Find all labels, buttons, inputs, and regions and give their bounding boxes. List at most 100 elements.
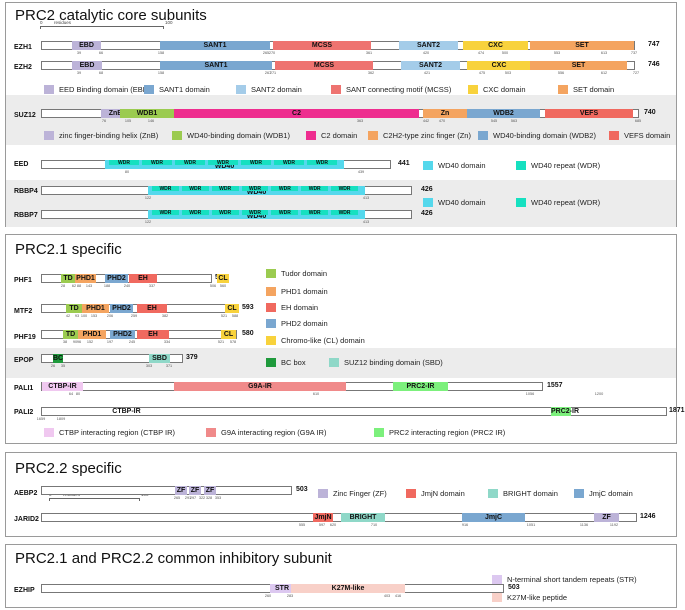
domain-eh: EH — [137, 330, 169, 339]
position-label: 545 — [490, 119, 498, 123]
domain-wdr: WDR — [241, 160, 271, 166]
legend-swatch — [374, 428, 384, 437]
legend-swatch — [172, 131, 182, 140]
legend-swatch — [492, 575, 502, 584]
position-label: 105 — [124, 119, 132, 123]
scale-line — [49, 498, 139, 499]
protein-name: PALI1 — [14, 385, 34, 392]
legend-label: SANT1 domain — [159, 85, 210, 94]
position-label: 197 — [106, 340, 114, 344]
legend-swatch — [266, 319, 276, 328]
protein-length: 441 — [398, 160, 410, 167]
legend-label: zinc finger-binding helix (ZnB) — [59, 131, 159, 140]
protein-bar — [41, 486, 292, 495]
protein-length: 426 — [421, 210, 433, 217]
position-label: 685 — [634, 119, 642, 123]
domain-ctbp-ir: CTBP-IR — [112, 408, 141, 415]
domain-phd2: PHD2 — [105, 274, 128, 283]
scale-tick — [40, 26, 41, 29]
position-label: 416 — [394, 594, 402, 598]
position-label: 361 — [365, 51, 373, 55]
position-label: 474 — [477, 51, 485, 55]
position-label: 93 — [74, 314, 80, 318]
scale-label: residues — [54, 20, 72, 25]
legend-label: PHD1 domain — [281, 287, 328, 296]
legend-swatch — [516, 198, 526, 207]
position-label: 66 — [98, 51, 104, 55]
domain-wdr: WDR — [307, 160, 337, 166]
domain-cl: CL — [225, 304, 239, 313]
position-label: 727 — [632, 71, 640, 75]
legend-swatch — [423, 161, 433, 170]
legend-item: BC box — [266, 358, 306, 367]
position-label: 371 — [165, 364, 173, 368]
position-label: 96 — [76, 340, 82, 344]
position-label: 916 — [461, 523, 469, 527]
domain-cl: CL — [221, 330, 236, 339]
legend-swatch — [331, 85, 341, 94]
position-label: 503 — [504, 71, 512, 75]
domain-phd1: PHD1 — [78, 330, 106, 339]
domain-phd2: PHD2 — [110, 330, 135, 339]
legend-label: G9A interacting region (G9A IR) — [221, 428, 327, 437]
scale-line — [40, 26, 163, 27]
legend-label: WD40 domain — [438, 161, 486, 170]
legend-item: G9A interacting region (G9A IR) — [206, 428, 326, 437]
protein-name: EZH2 — [14, 64, 32, 71]
legend-item: N-terminal short tandem repeats (STR) — [492, 575, 637, 584]
protein-name: EZHIP — [14, 587, 35, 594]
domain-wdr: WDR — [181, 186, 209, 192]
protein-length: 1557 — [547, 382, 563, 389]
position-label: 613 — [600, 51, 608, 55]
legend-item: SANT connecting motif (MCSS) — [331, 85, 451, 94]
domain-td: TD — [66, 304, 82, 313]
position-label: 413 — [362, 196, 370, 200]
position-label: 420 — [422, 51, 430, 55]
legend-label: Tudor domain — [281, 269, 327, 278]
legend-label: C2H2-type zinc finger (Zn) — [383, 131, 471, 140]
scale-tick — [49, 498, 50, 501]
domain-wdr: WDR — [152, 210, 179, 216]
legend-swatch — [488, 489, 498, 498]
legend-item: SET domain — [558, 85, 614, 94]
legend-label: C2 domain — [321, 131, 358, 140]
legend-label: SANT2 domain — [251, 85, 302, 94]
position-label: 521 — [220, 314, 228, 318]
domain-c2: C2 — [174, 109, 419, 118]
position-label: 68 — [98, 71, 104, 75]
panel-inhib: PRC2.1 and PRC2.2 common inhibitory subu… — [5, 544, 677, 608]
legend-label: WD40 domain — [438, 198, 486, 207]
protein-name: SUZ12 — [14, 112, 36, 119]
position-label: 612 — [600, 71, 608, 75]
legend-label: SANT connecting motif (MCSS) — [346, 85, 452, 94]
domain-sant1: SANT1 — [160, 61, 272, 70]
domain-sbd: SBD — [149, 354, 170, 363]
position-label: 421 — [423, 71, 431, 75]
legend-label: JmjC domain — [589, 489, 633, 498]
position-label: 143 — [85, 284, 93, 288]
position-label: 90 — [72, 340, 78, 344]
position-label: 553 — [553, 51, 561, 55]
domain-sant2: SANT2 — [401, 61, 460, 70]
legend-item: WD40 repeat (WDR) — [516, 161, 600, 170]
legend-item: Chromo-like (CL) domain — [266, 336, 365, 345]
legend-swatch — [368, 131, 378, 140]
domain-jmjn: JmjN — [313, 513, 333, 522]
legend-item: EH domain — [266, 303, 318, 312]
legend-label: VEFS domain — [624, 131, 671, 140]
scale-tick — [139, 498, 140, 501]
protein-length: 1246 — [640, 513, 656, 520]
panel-prc21: PRC2.1 specific0residues100PHF1567TDPHD1… — [5, 234, 685, 444]
domain-set: SET — [530, 41, 634, 50]
protein-name: EPOP — [14, 357, 34, 364]
legend-item: WD40 domain — [423, 198, 486, 207]
position-label: 382 — [161, 314, 169, 318]
position-label: 265 — [262, 51, 270, 55]
position-label: 76 — [101, 119, 107, 123]
domain-zf: ZF — [175, 486, 187, 495]
legend-label: PRC2 interacting region (PRC2 IR) — [389, 428, 506, 437]
position-label: 1192 — [609, 523, 619, 527]
domain-bc: BC — [53, 354, 64, 363]
